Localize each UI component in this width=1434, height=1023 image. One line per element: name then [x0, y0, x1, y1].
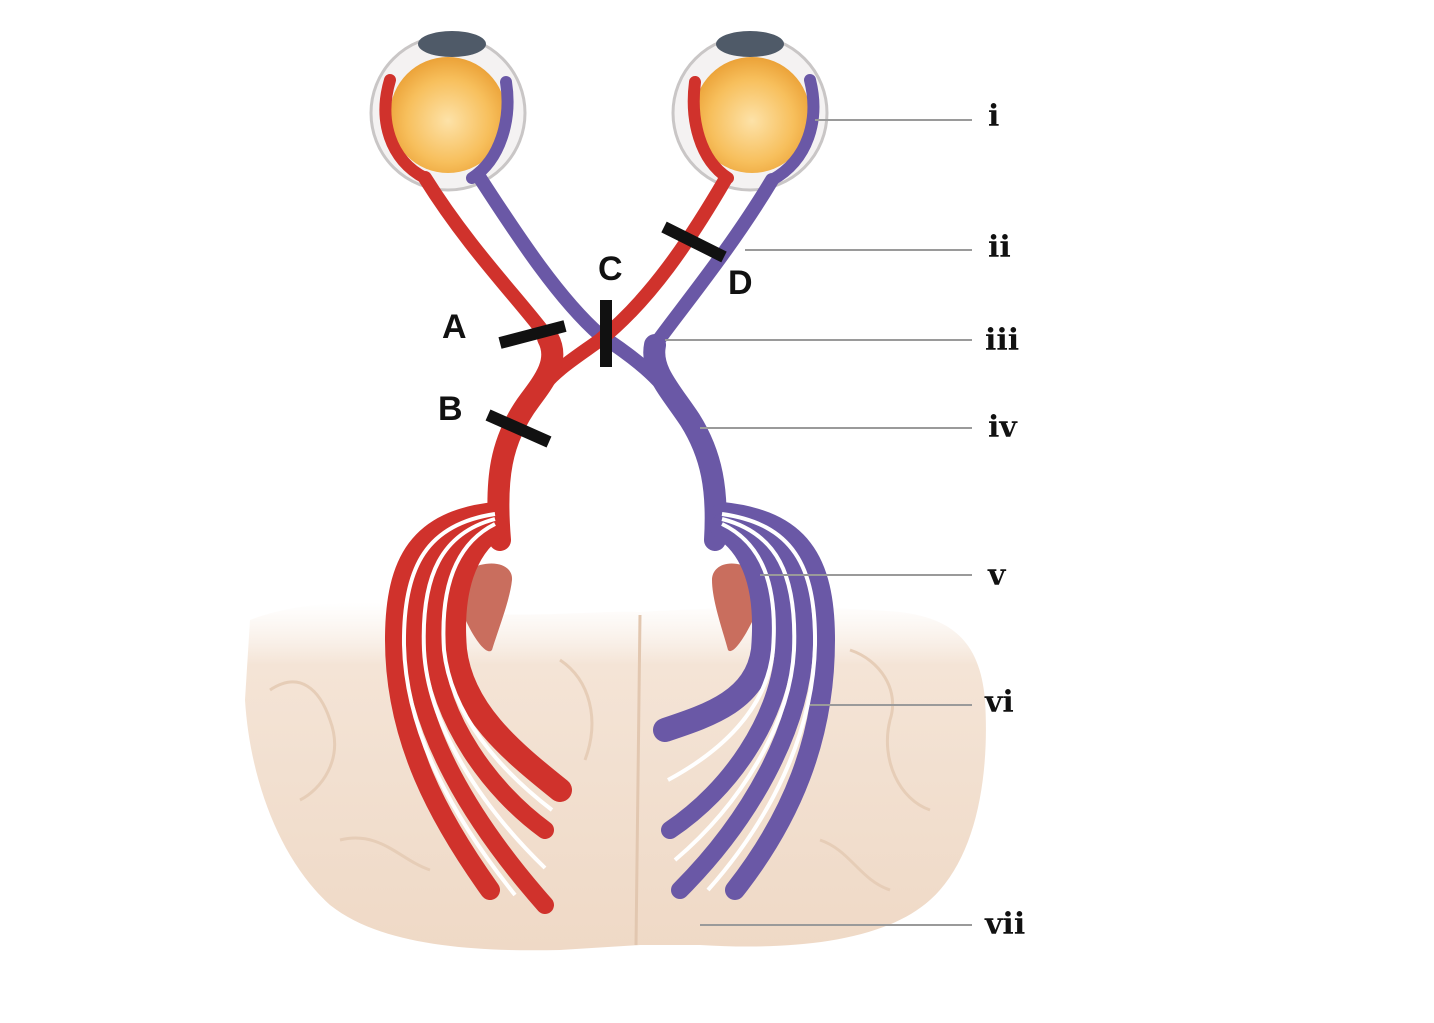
label-iii: iii [985, 323, 1020, 358]
right-radiation-gaps [667, 512, 818, 892]
lesion-label-c: C [598, 250, 623, 288]
left-optic-radiations [384, 502, 572, 914]
label-i: i [988, 99, 1000, 134]
label-iv: iv [988, 410, 1017, 445]
lesion-bars [485, 221, 727, 448]
label-v: v [988, 558, 1006, 593]
label-ii: ii [988, 230, 1011, 265]
lesion-bar-d [661, 221, 727, 263]
lesion-bar-b [485, 409, 552, 448]
left-eye [369, 31, 527, 192]
lesion-label-a: A [442, 308, 467, 346]
right-optic-radiations [653, 502, 836, 900]
occipital-cortex [245, 602, 986, 951]
optic-nerves-and-tracts [418, 168, 779, 551]
label-vi: vi [985, 685, 1014, 720]
right-eye [671, 31, 829, 192]
lesion-bar-a [498, 320, 567, 349]
lesion-label-d: D [728, 264, 753, 302]
label-vii: vii [985, 907, 1026, 942]
left-radiation-gaps [401, 512, 554, 897]
leader-lines [665, 119, 972, 926]
lesion-label-b: B [438, 390, 463, 428]
